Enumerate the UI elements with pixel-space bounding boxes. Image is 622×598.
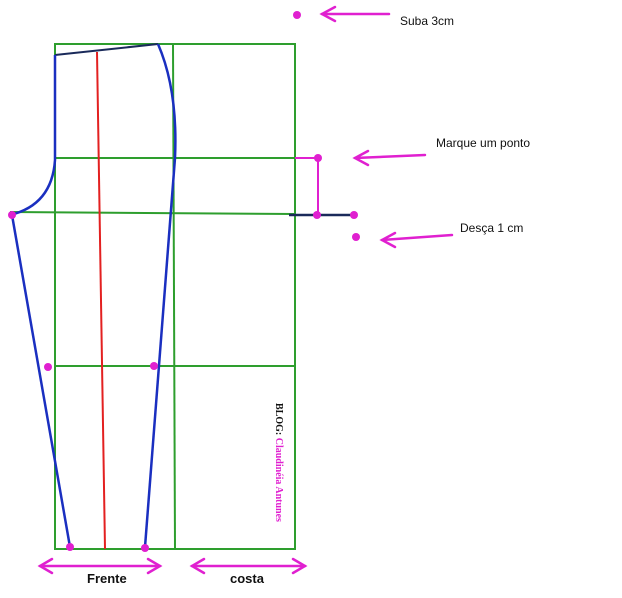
watermark-name: Claudinéia Antunes (273, 438, 284, 522)
pattern-outline (9, 43, 177, 548)
marker-dot (44, 363, 52, 371)
marker-dot (66, 543, 74, 551)
marker-dots (8, 11, 360, 552)
waist-line (54, 43, 159, 56)
annotation-arrows (319, 5, 454, 249)
annotation-marque: Marque um ponto (436, 136, 530, 150)
label-frente: Frente (87, 571, 127, 586)
marker-dot (8, 211, 16, 219)
marker-dot (352, 233, 360, 241)
watermark-prefix: BLOG: (273, 403, 284, 438)
annotation-desca: Desça 1 cm (460, 221, 523, 235)
marker-dot (314, 154, 322, 162)
arrow-left-icon (319, 5, 391, 23)
marker-dot (150, 362, 158, 370)
measure-arrows (37, 557, 308, 575)
grid-vertical-line (172, 43, 176, 550)
marker-dot (313, 211, 321, 219)
blog-watermark: BLOG: Claudinéia Antunes (273, 403, 284, 522)
label-costa: costa (230, 571, 265, 586)
arrow-left-icon (352, 149, 427, 167)
grid-horizontal-line (9, 211, 296, 215)
double-arrow-icon (37, 557, 163, 575)
crotch-curve (9, 55, 57, 217)
center-line (96, 51, 106, 550)
annotation-suba: Suba 3cm (400, 14, 454, 28)
arrow-left-icon (379, 231, 454, 249)
marker-dot (350, 211, 358, 219)
outseam-line (143, 157, 177, 548)
marker-dot (141, 544, 149, 552)
construction-grid (9, 43, 296, 550)
marker-dot (293, 11, 301, 19)
inseam-line (10, 214, 72, 548)
double-arrow-icon (189, 557, 308, 575)
side-curve (156, 43, 177, 159)
marker-lines (295, 157, 319, 216)
